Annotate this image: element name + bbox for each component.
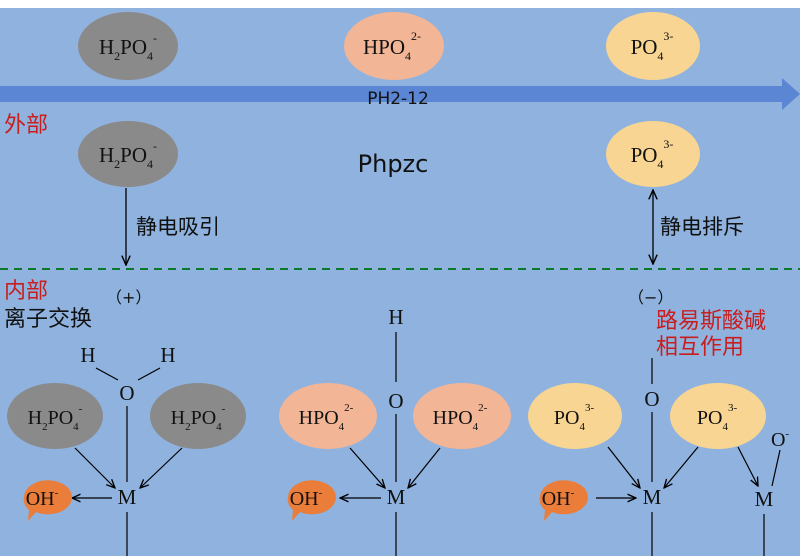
mid-metal: M bbox=[387, 485, 406, 509]
top-po4-label: PO43- bbox=[631, 29, 674, 63]
left-arrow-2 bbox=[140, 447, 183, 488]
ph-range-label: PH2-12 bbox=[367, 89, 429, 109]
ph-arrow bbox=[0, 78, 800, 110]
top-h2po4-label: H2PO4- bbox=[99, 31, 157, 63]
charge-positive: （+） bbox=[106, 288, 151, 307]
ion-exchange-label: 离子交换 bbox=[4, 307, 92, 332]
right-po4-1-label: PO43- bbox=[554, 402, 595, 433]
water-h-right: H bbox=[160, 343, 175, 367]
pzc-label: Phpzc bbox=[358, 150, 429, 178]
right-oxygen: O bbox=[644, 387, 659, 411]
mid-hydroxyl-h: H bbox=[388, 305, 403, 329]
attraction-label: 静电吸引 bbox=[136, 215, 220, 239]
top-hpo4-label: HPO42- bbox=[363, 29, 421, 63]
mid-oh-label: OH- bbox=[290, 487, 323, 510]
left-oh-label: OH- bbox=[26, 487, 59, 510]
right-ominus-label: O- bbox=[771, 428, 789, 451]
right-arrow-3 bbox=[737, 446, 758, 486]
left-metal: M bbox=[118, 485, 137, 509]
lewis-label-line2: 相互作用 bbox=[656, 335, 744, 360]
water-h-left: H bbox=[80, 343, 95, 367]
mid-arrow-1 bbox=[349, 447, 385, 488]
mid-po4-label: PO43- bbox=[631, 137, 674, 171]
right-ominus-bond bbox=[771, 449, 781, 487]
left-h2po4-2-label: H2PO4- bbox=[171, 403, 226, 433]
water-bond-right bbox=[137, 367, 161, 381]
top-h2po4-ellipse bbox=[78, 12, 178, 80]
outer-region-label: 外部 bbox=[4, 113, 48, 138]
mid-po4-ellipse bbox=[606, 121, 700, 187]
mid-hpo4-1-ellipse bbox=[279, 383, 377, 449]
right-oh-bubble bbox=[539, 480, 588, 521]
mid-h2po4-label: H2PO4- bbox=[99, 139, 157, 171]
right-arrow-2 bbox=[664, 446, 699, 488]
left-h2po4-1-label: H2PO4- bbox=[28, 403, 83, 433]
mid-hpo4-2-ellipse bbox=[413, 383, 511, 449]
right-oh-label: OH- bbox=[542, 487, 575, 510]
top-po4-ellipse bbox=[606, 12, 700, 80]
left-oh-bubble bbox=[23, 480, 72, 521]
right-po4-2-label: PO43- bbox=[697, 402, 738, 433]
right-metal: M bbox=[643, 485, 662, 509]
right-arrow-1 bbox=[607, 446, 640, 488]
left-arrow-1 bbox=[74, 447, 115, 488]
mid-hydroxyl-o: O bbox=[388, 389, 403, 413]
right-po4-1-ellipse bbox=[528, 383, 622, 449]
water-oxygen: O bbox=[119, 381, 134, 405]
top-hpo4-ellipse bbox=[344, 12, 444, 80]
inner-region-label: 内部 bbox=[4, 279, 48, 304]
mid-hpo4-1-label: HPO42- bbox=[299, 402, 354, 433]
lewis-label-line1: 路易斯酸碱 bbox=[656, 309, 766, 334]
repulsion-label: 静电排斥 bbox=[660, 215, 744, 239]
water-bond-left bbox=[95, 367, 119, 381]
mid-arrow-2 bbox=[408, 447, 441, 488]
left-h2po4-2-ellipse bbox=[150, 383, 246, 449]
mid-h2po4-ellipse bbox=[78, 121, 178, 187]
right-po4-2-ellipse bbox=[670, 383, 766, 449]
left-h2po4-1-ellipse bbox=[7, 383, 103, 449]
charge-negative: （−） bbox=[628, 288, 673, 307]
mid-oh-bubble bbox=[287, 480, 336, 521]
mid-hpo4-2-label: HPO42- bbox=[433, 402, 488, 433]
right-metal-2: M bbox=[755, 487, 774, 511]
